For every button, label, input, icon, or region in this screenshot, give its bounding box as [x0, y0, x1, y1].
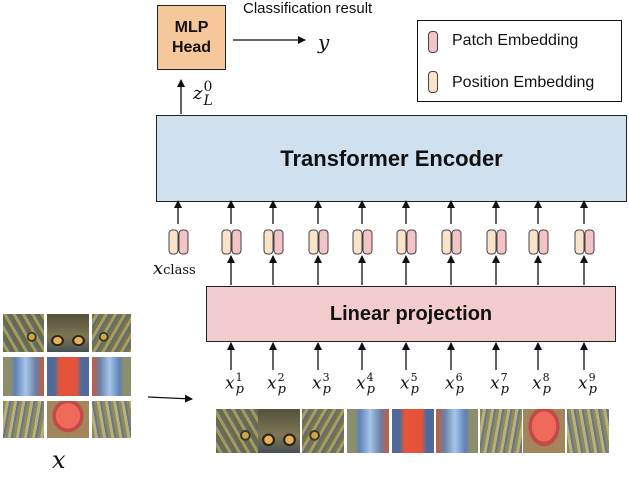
patch-token-7-position-embedding — [486, 229, 497, 255]
patch-token-6-position-embedding — [441, 229, 452, 255]
sequence-patch-7 — [480, 409, 522, 453]
sequence-patch-5 — [392, 409, 434, 453]
sequence-patch-4 — [347, 409, 389, 453]
input-patch-4 — [3, 357, 44, 396]
patch-token-9-position-embedding — [574, 229, 585, 255]
legend-patch-label: Patch Embedding — [452, 32, 579, 49]
patch-token-2-patch-embedding — [273, 229, 284, 255]
linear-projection-box: Linear projection — [206, 286, 616, 342]
legend: Patch Embedding Position Embedding — [417, 20, 622, 102]
input-patch-7 — [3, 401, 44, 438]
input-patch-5 — [47, 357, 89, 396]
input-patch-9 — [92, 401, 131, 438]
input-patch-1 — [3, 314, 44, 352]
patch-token-8-position-embedding — [528, 229, 539, 255]
class-token-position-embedding — [168, 229, 179, 255]
sequence-patch-9 — [567, 409, 609, 453]
patch-token-9-patch-embedding — [584, 229, 595, 255]
patch-token-1-patch-embedding — [231, 229, 242, 255]
input-patch-3 — [92, 314, 131, 352]
mlp-head-label-line2: Head — [171, 38, 212, 56]
classification-result-label: Classification result — [243, 0, 373, 17]
mlp-head-box: MLP Head — [157, 5, 226, 70]
z-sub: L — [203, 93, 213, 109]
sequence-patch-6 — [436, 409, 478, 453]
output-y-symbol: y — [318, 30, 330, 54]
transformer-encoder-box: Transformer Encoder — [156, 115, 627, 202]
position-embedding-swatch — [428, 71, 438, 93]
patch-token-4-patch-embedding — [362, 229, 373, 255]
input-patch-8 — [47, 401, 89, 438]
patch-token-5-position-embedding — [396, 229, 407, 255]
patch-token-7-patch-embedding — [496, 229, 507, 255]
z-sup: 0 — [203, 79, 213, 95]
patch-token-3-position-embedding — [308, 229, 319, 255]
input-patch-2 — [47, 314, 89, 352]
sequence-patch-2 — [258, 409, 300, 453]
transformer-encoder-label: Transformer Encoder — [280, 145, 503, 171]
input-image-symbol: x — [52, 446, 66, 474]
patch-token-4-position-embedding — [352, 229, 363, 255]
patch-token-2-position-embedding — [263, 229, 274, 255]
input-patch-6 — [92, 357, 131, 396]
sequence-patch-3 — [302, 409, 344, 453]
patch-token-1-position-embedding — [221, 229, 232, 255]
patch-token-5-patch-embedding — [406, 229, 417, 255]
sequence-patch-1 — [216, 409, 258, 453]
sequence-patch-8 — [523, 409, 565, 453]
patch-token-3-patch-embedding — [318, 229, 329, 255]
linear-projection-label: Linear projection — [329, 302, 493, 325]
class-token-patch-embedding — [178, 229, 189, 255]
patch-token-6-patch-embedding — [451, 229, 462, 255]
patch-embedding-swatch — [428, 31, 438, 53]
image-to-patches-arrow — [147, 394, 193, 403]
legend-position-label: Position Embedding — [452, 74, 595, 91]
x-class-symbol: xclass — [153, 258, 196, 279]
patch-token-8-patch-embedding — [538, 229, 549, 255]
mlp-head-label-line1: MLP — [174, 18, 209, 36]
